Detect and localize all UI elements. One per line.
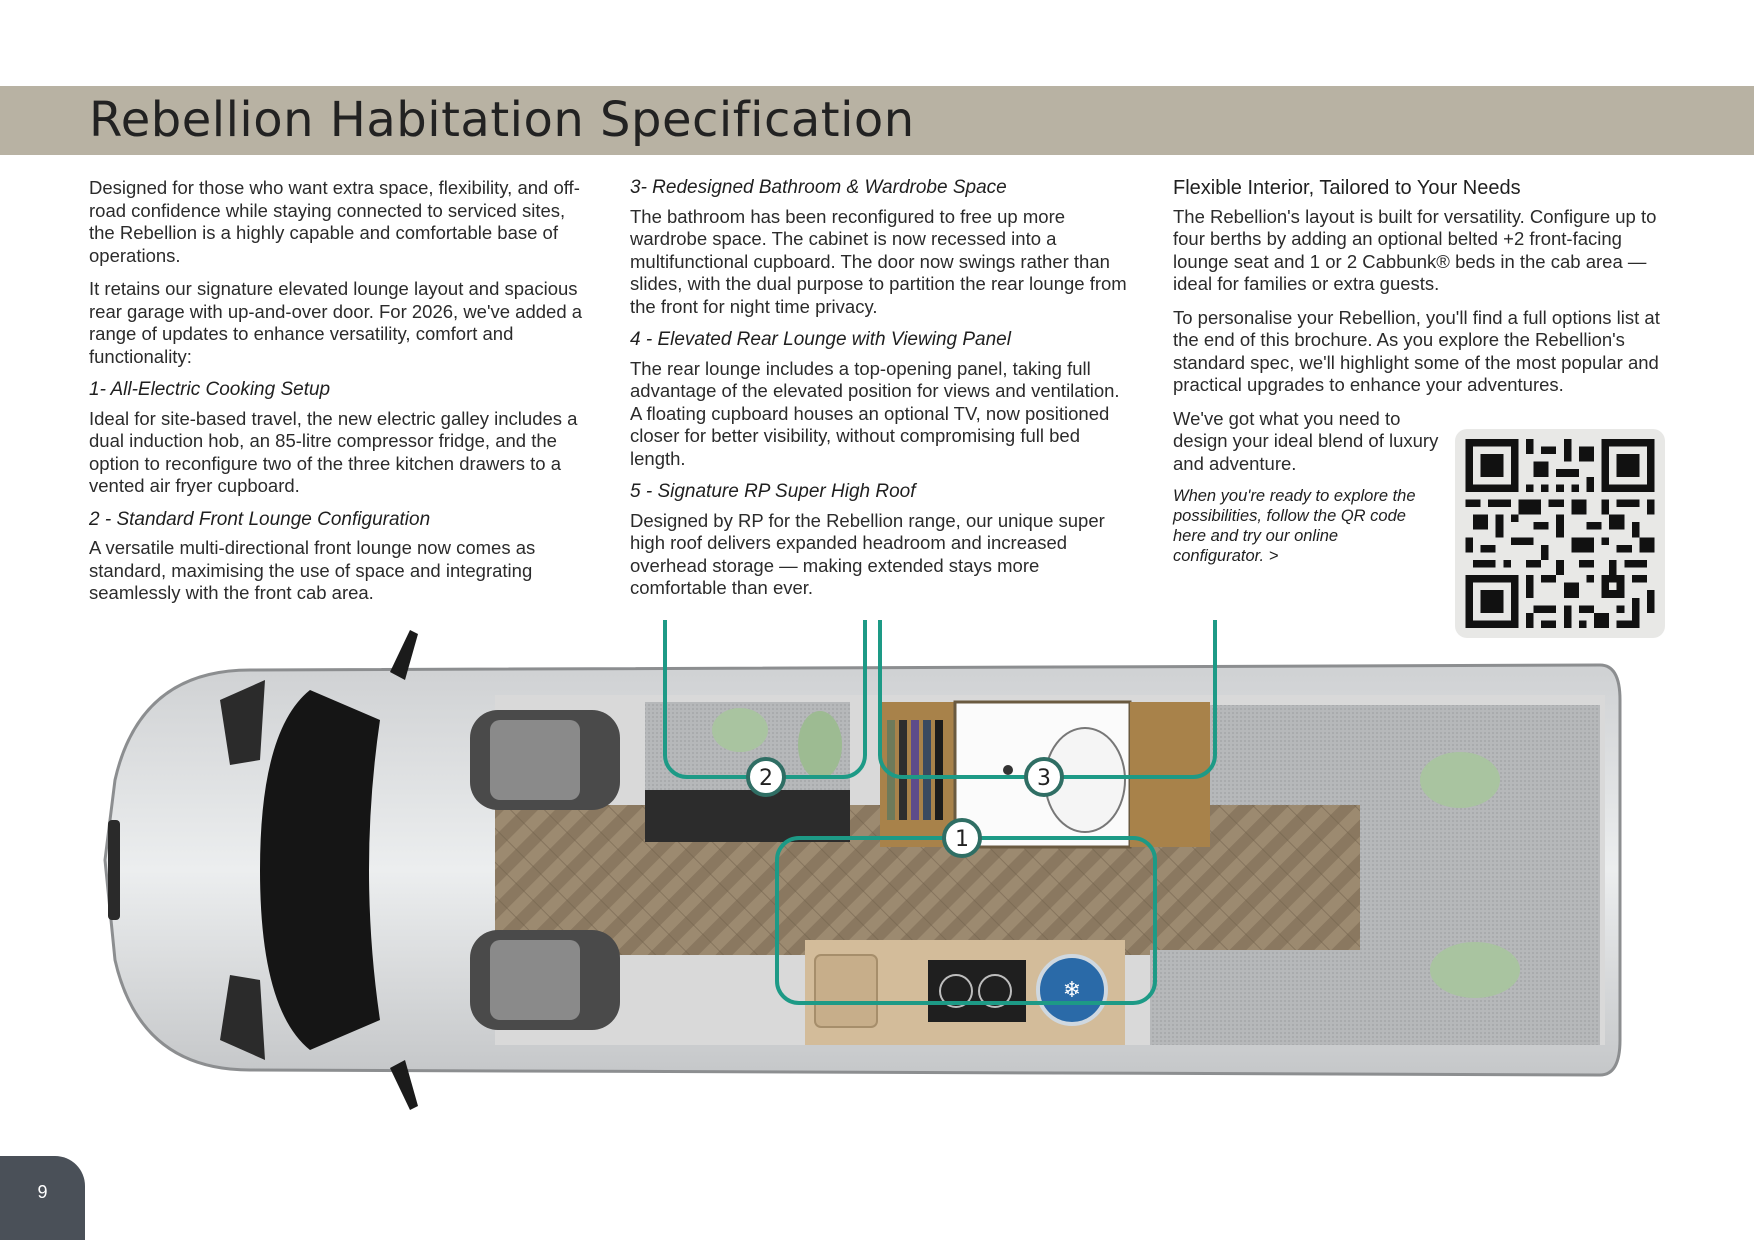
intro-paragraph: Designed for those who want extra space,… (89, 177, 580, 266)
qr-code-icon (1465, 439, 1655, 628)
feature-4-heading: 4 - Elevated Rear Lounge with Viewing Pa… (630, 329, 1011, 350)
feature-4-body: The rear lounge includes a top-opening p… (630, 357, 1120, 469)
grille (108, 820, 120, 920)
page-number-tab (0, 1156, 85, 1240)
feature-3-heading: 3- Redesigned Bathroom & Wardrobe Space (630, 177, 1007, 198)
column-intro: Designed for those who want extra space,… (89, 177, 589, 616)
flexible-interior-body-3: We've got what you need to design your i… (1173, 407, 1439, 474)
feature-5-heading: 5 - Signature RP Super High Roof (630, 481, 916, 502)
qr-code[interactable] (1455, 429, 1665, 638)
feature-1-heading: 1- All-Electric Cooking Setup (89, 379, 331, 400)
feature-3-body: The bathroom has been reconfigured to fr… (630, 205, 1127, 317)
callout-3-label: 3 (1037, 766, 1051, 791)
page-title: Rebellion Habitation Specification (89, 92, 915, 148)
headlight-left (220, 680, 265, 765)
column-flexible-interior: Flexible Interior, Tailored to Your Need… (1173, 177, 1668, 577)
headlight-right (220, 975, 265, 1060)
cab-seat-right (470, 930, 620, 1030)
intro-paragraph-2: It retains our signature elevated lounge… (89, 278, 583, 367)
tv-cupboard (1130, 702, 1210, 847)
kitchen-galley: ❄ (805, 940, 1125, 1045)
svg-text:❄: ❄ (1063, 978, 1081, 1003)
mirror-left (390, 630, 418, 680)
page-number: 9 (37, 1182, 48, 1202)
callout-1-label: 1 (955, 827, 969, 852)
wardrobe-clothes (887, 720, 943, 820)
mirror-right (390, 1060, 418, 1110)
windscreen (260, 690, 380, 1050)
feature-2-heading: 2 - Standard Front Lounge Configuration (89, 508, 431, 530)
feature-1-body: Ideal for site-based travel, the new ele… (89, 407, 578, 497)
callout-2-label: 2 (759, 766, 773, 791)
callout-1-marker: 1 (942, 818, 982, 858)
title-band (0, 86, 1754, 155)
flexible-interior-heading: Flexible Interior, Tailored to Your Need… (1173, 177, 1521, 199)
callout-2-marker: 2 (746, 757, 786, 797)
feature-2-body: A versatile multi-directional front loun… (89, 537, 536, 603)
configurator-cta[interactable]: When you're ready to explore the possibi… (1173, 487, 1416, 565)
flexible-interior-body-1: The Rebellion's layout is built for vers… (1173, 205, 1657, 295)
callout-3-marker: 3 (1024, 757, 1064, 797)
rear-lounge (1150, 705, 1600, 1045)
column-features: 3- Redesigned Bathroom & Wardrobe Space … (630, 177, 1130, 611)
feature-5-body: Designed by RP for the Rebellion range, … (630, 509, 1105, 599)
van-floorplan: ❄ 2 3 1 (103, 620, 1622, 1110)
cab-seat-left (470, 710, 620, 810)
flexible-interior-body-2: To personalise your Rebellion, you'll fi… (1173, 306, 1660, 396)
